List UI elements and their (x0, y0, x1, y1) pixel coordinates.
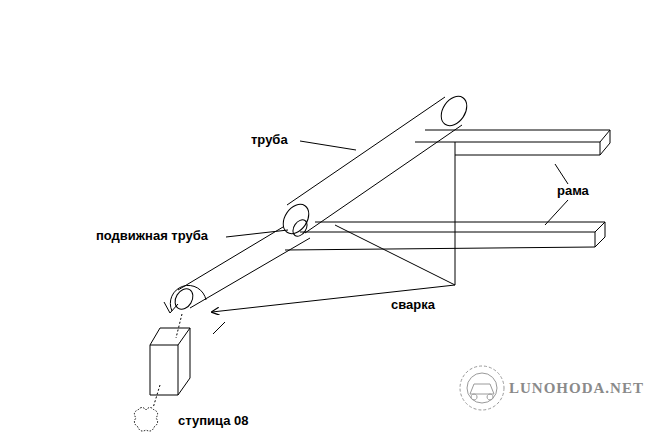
dashed-line (153, 385, 160, 408)
part-label: подвижная труба (95, 229, 209, 243)
rotation-arrowhead (164, 302, 178, 313)
watermark-logo (460, 366, 504, 410)
hub-block (150, 328, 190, 395)
dashed-line (176, 314, 182, 338)
hub-symbol (134, 408, 157, 432)
frame-bar (285, 222, 605, 250)
watermark: LUNOHODA.NET (508, 380, 645, 397)
leader-line (226, 230, 288, 237)
part-label: ступица 08 (177, 414, 249, 428)
weld-line (212, 142, 455, 334)
part-label: рама (556, 184, 590, 198)
leader-line (555, 164, 568, 184)
leader-line (545, 200, 568, 225)
part-label: сварка (390, 298, 436, 312)
leader-line (300, 141, 356, 150)
pipe (278, 92, 472, 239)
part-label: труба (250, 133, 289, 147)
frame-bar (415, 130, 610, 155)
